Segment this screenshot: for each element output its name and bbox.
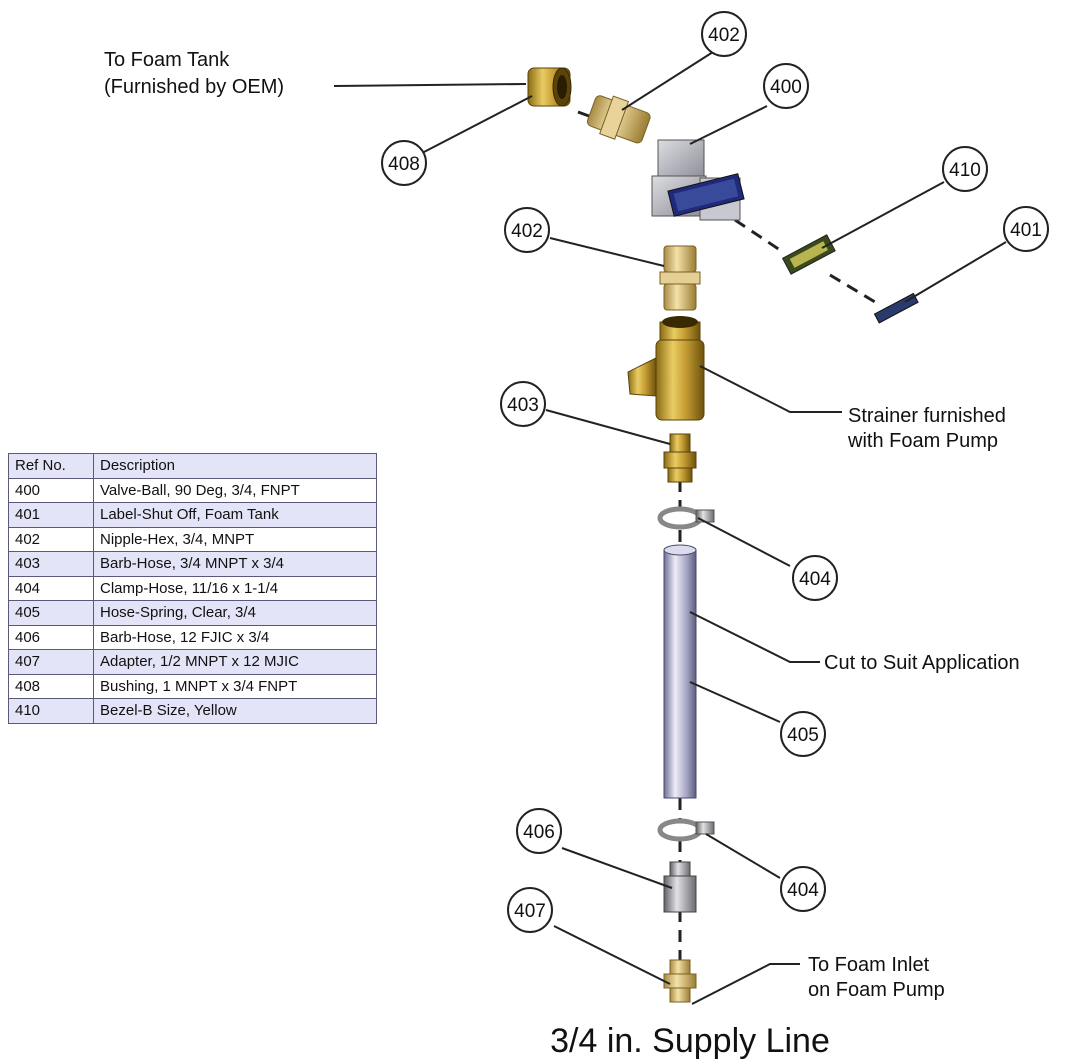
nipple-hex-402-top bbox=[586, 95, 651, 144]
label-furnished-by-oem: (Furnished by OEM) bbox=[104, 76, 284, 98]
description-cell: Hose-Spring, Clear, 3/4 bbox=[93, 600, 377, 626]
label-cut-to-suit: Cut to Suit Application bbox=[824, 652, 1020, 674]
description-cell: Clamp-Hose, 11/16 x 1-1/4 bbox=[93, 575, 377, 601]
callout-text-406: 406 bbox=[523, 822, 555, 843]
callout-text-402-top: 402 bbox=[708, 25, 740, 46]
ref-no-cell: 407 bbox=[8, 649, 94, 675]
diagram-caption: 3/4 in. Supply Line bbox=[550, 1022, 830, 1060]
ref-no-cell: 400 bbox=[8, 477, 94, 503]
description-cell: Bushing, 1 MNPT x 3/4 FNPT bbox=[93, 673, 377, 699]
hose-clamp-404-top bbox=[657, 506, 715, 530]
label-on-foam-pump: on Foam Pump bbox=[808, 979, 945, 1001]
hose-clamp-404-bottom bbox=[657, 818, 715, 842]
callout-bubble-410: 410 bbox=[942, 146, 988, 192]
description-cell: Label-Shut Off, Foam Tank bbox=[93, 502, 377, 528]
callout-text-410: 410 bbox=[949, 160, 981, 181]
callout-bubble-405: 405 bbox=[780, 711, 826, 757]
bushing-408 bbox=[527, 67, 572, 107]
callout-text-404-top: 404 bbox=[799, 569, 831, 590]
label-to-foam-inlet: To Foam Inlet bbox=[808, 954, 930, 976]
nipple-hex-402-middle bbox=[659, 245, 701, 311]
hose-spring-405 bbox=[663, 544, 697, 799]
callout-text-400: 400 bbox=[770, 77, 802, 98]
ball-valve-400 bbox=[651, 139, 745, 221]
assembly-centerlines bbox=[577, 110, 881, 960]
callout-bubble-407: 407 bbox=[507, 887, 553, 933]
ref-no-cell: 401 bbox=[8, 502, 94, 528]
callout-bubble-402-middle: 402 bbox=[504, 207, 550, 253]
description-cell: Adapter, 1/2 MNPT x 12 MJIC bbox=[93, 649, 377, 675]
label-strainer-furnished: Strainer furnished bbox=[848, 405, 1006, 427]
leader-lines bbox=[333, 51, 1007, 1005]
callout-bubble-408: 408 bbox=[381, 140, 427, 186]
header-description: Description bbox=[93, 453, 377, 479]
adapter-407 bbox=[663, 959, 697, 1003]
callout-text-402-middle: 402 bbox=[511, 221, 543, 242]
callout-text-408: 408 bbox=[388, 154, 420, 175]
callout-text-405: 405 bbox=[787, 725, 819, 746]
ref-no-cell: 408 bbox=[8, 673, 94, 699]
ref-no-cell: 403 bbox=[8, 551, 94, 577]
callout-bubble-400: 400 bbox=[763, 63, 809, 109]
ref-no-cell: 404 bbox=[8, 575, 94, 601]
callout-bubbles: 402 400 408 410 402 401 403 404 bbox=[381, 11, 1049, 933]
ref-no-cell: 406 bbox=[8, 624, 94, 650]
description-cell: Nipple-Hex, 3/4, MNPT bbox=[93, 526, 377, 552]
callout-text-404-bottom: 404 bbox=[787, 880, 819, 901]
callout-text-403: 403 bbox=[507, 395, 539, 416]
annotation-labels: To Foam Tank (Furnished by OEM) Strainer… bbox=[104, 49, 1020, 1060]
ref-no-cell: 410 bbox=[8, 698, 94, 724]
label-with-foam-pump: with Foam Pump bbox=[847, 430, 998, 452]
description-cell: Barb-Hose, 3/4 MNPT x 3/4 bbox=[93, 551, 377, 577]
bezel-410 bbox=[781, 234, 836, 275]
callout-bubble-401: 401 bbox=[1003, 206, 1049, 252]
barb-hose-406 bbox=[663, 861, 697, 913]
description-cell: Barb-Hose, 12 FJIC x 3/4 bbox=[93, 624, 377, 650]
label-to-foam-tank: To Foam Tank bbox=[104, 49, 230, 71]
callout-text-407: 407 bbox=[514, 901, 546, 922]
callout-text-401: 401 bbox=[1010, 220, 1042, 241]
description-cell: Valve-Ball, 90 Deg, 3/4, FNPT bbox=[93, 477, 377, 503]
callout-bubble-404-bottom: 404 bbox=[780, 866, 826, 912]
callout-bubble-404-top: 404 bbox=[792, 555, 838, 601]
callout-bubble-406: 406 bbox=[516, 808, 562, 854]
parts-table-header-row: Ref No. Description bbox=[8, 453, 377, 479]
ref-no-cell: 402 bbox=[8, 526, 94, 552]
ref-no-cell: 405 bbox=[8, 600, 94, 626]
barb-hose-403 bbox=[663, 433, 697, 483]
callout-bubble-403: 403 bbox=[500, 381, 546, 427]
callout-bubble-402-top: 402 bbox=[701, 11, 747, 57]
header-ref-no: Ref No. bbox=[8, 453, 94, 479]
strainer bbox=[627, 316, 705, 421]
description-cell: Bezel-B Size, Yellow bbox=[93, 698, 377, 724]
